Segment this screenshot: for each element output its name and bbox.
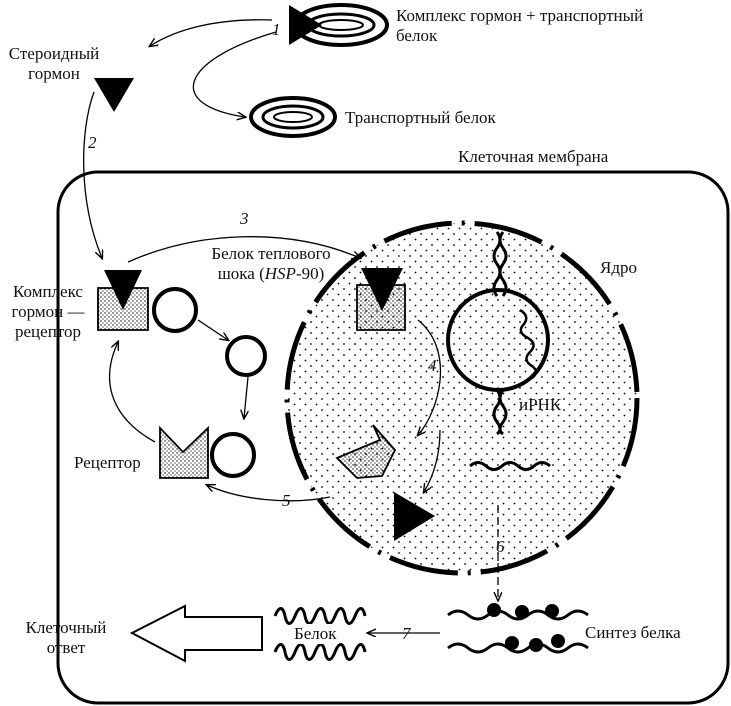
arrow-4-left <box>418 319 442 435</box>
label-cell-response: Клеточный ответ <box>25 618 107 657</box>
label-mrna: иРНК <box>519 395 562 414</box>
protein-coils <box>273 607 367 661</box>
step-number-6: 6 <box>496 537 505 556</box>
hormone-transport-complex <box>289 3 389 47</box>
steroid-hormone-triangle <box>94 78 134 112</box>
arrow-1-to-transport <box>192 31 277 117</box>
label-nucleus: Ядро <box>600 258 637 277</box>
cell-response-arrow <box>129 604 263 663</box>
arrow-hsp-1 <box>197 319 228 340</box>
label-transport-protein: Транспортный белок <box>345 108 496 127</box>
nuclear-complex-shape <box>356 268 406 331</box>
mrna-strand <box>469 461 551 471</box>
hormone-receptor-complex-shape <box>97 270 198 333</box>
arrow-1-to-hormone <box>150 19 273 46</box>
label-protein-synthesis: Синтез белка <box>585 623 681 642</box>
step-number-3: 3 <box>240 209 249 228</box>
arrow-5 <box>207 485 331 502</box>
hsp-circle <box>225 335 267 377</box>
step-number-7: 7 <box>402 624 411 643</box>
label-heat-shock-protein: Белок теплового шока (HSP-90) <box>211 244 331 283</box>
arrow-hsp-2 <box>244 376 248 418</box>
arrow-receptor-to-complex <box>109 342 156 443</box>
step-number-5: 5 <box>282 491 291 510</box>
label-steroid-hormone: Стероидный гормон <box>8 44 100 83</box>
step-number-1: 1 <box>272 20 281 39</box>
free-hormone-triangle <box>394 492 435 541</box>
receptor-shape <box>159 425 256 479</box>
cell-membrane <box>56 170 730 705</box>
dna-loop <box>446 231 550 436</box>
arrow-2 <box>83 91 102 258</box>
label-protein: Белок <box>292 624 339 644</box>
label-complex-hormone-transport: Комплекс гормон + транспортный белок <box>396 6 644 45</box>
released-receptor-shape <box>335 424 397 479</box>
label-hormone-receptor-complex: Комплекс гормон — рецептор <box>11 282 85 341</box>
ribosome-strands <box>447 603 589 654</box>
transport-protein-shape <box>249 96 337 138</box>
step-number-2: 2 <box>88 133 97 152</box>
step-number-4: 4 <box>428 356 437 375</box>
label-receptor: Рецептор <box>74 453 141 472</box>
arrow-3 <box>127 236 360 263</box>
label-cell-membrane: Клеточная мембрана <box>458 147 609 166</box>
arrow-4-right <box>424 429 441 492</box>
